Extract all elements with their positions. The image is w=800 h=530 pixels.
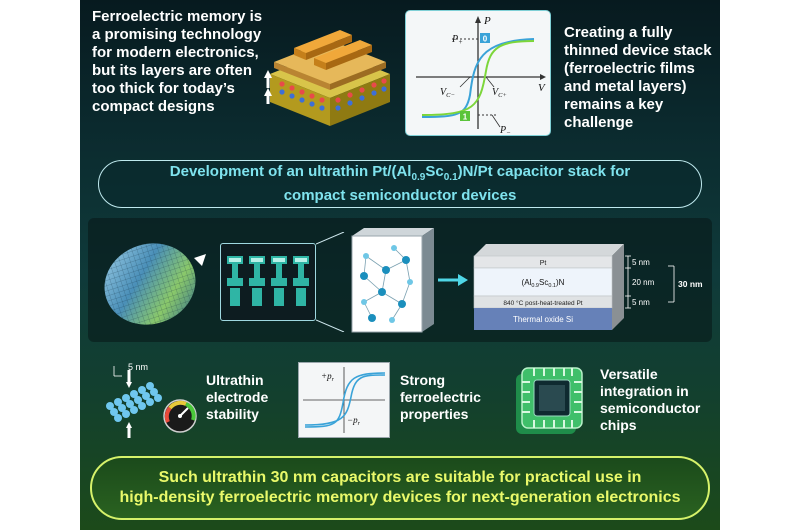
infographic-canvas: Ferroelectric memory is a promising tech…	[80, 0, 720, 530]
ferroelectric-loop-plot: +pr −pr	[303, 367, 386, 433]
device-array-illustration	[220, 243, 316, 321]
pt-top-layer-label: Pt	[540, 260, 547, 267]
p-plus-label: P+	[451, 34, 463, 46]
feature-line: semiconductor	[600, 400, 701, 416]
challenge-line: remains a key	[564, 96, 664, 113]
problem-line: too thick for today’s	[92, 80, 235, 97]
crystal-structure-cube	[351, 228, 434, 333]
thickness-mid-label: 20 nm	[632, 278, 655, 287]
thickness-bottom-label: 5 nm	[632, 298, 650, 307]
pt-bottom-layer-label: 840 °C post-heat-treated Pt	[503, 299, 582, 307]
feature-line: properties	[400, 406, 469, 422]
wafer-illustration	[104, 243, 206, 325]
substrate-label: Thermal oxide Si	[513, 315, 573, 324]
challenge-line: thinned device stack	[564, 42, 712, 59]
challenge-line: and metal layers)	[564, 78, 687, 95]
feature-line: chips	[600, 417, 637, 433]
hysteresis-loop-panel: 0 1 P V P+ P− VC− VC+	[405, 10, 551, 137]
zoom-connector-lines	[316, 232, 345, 332]
electrode-stability-icon: 5 nm	[106, 362, 197, 438]
p-minus-label: P−	[499, 125, 511, 134]
state-zero-marker: 0	[483, 35, 488, 44]
alscn-layer-label: (Al0.9Sc0.1)N	[522, 278, 565, 289]
challenge-line: challenge	[564, 114, 634, 131]
ferroelectric-loop-panel: +pr −pr	[298, 362, 390, 438]
feature-line: integration in	[600, 383, 689, 399]
conclusion-line-1: Such ultrathin 30 nm capacitors are suit…	[158, 469, 642, 486]
arrow-right-icon	[438, 274, 468, 286]
thick-capacitor-illustration	[264, 30, 390, 126]
problem-line: compact designs	[92, 98, 215, 115]
feature-line: Strong	[400, 372, 446, 388]
problem-line: Ferroelectric memory is	[92, 8, 263, 25]
electrode-thickness-label: 5 nm	[128, 362, 148, 372]
minus-pr-label: −pr	[347, 415, 361, 427]
title-line-1: Development of an ultrathin Pt/(Al0.9Sc0…	[169, 163, 631, 183]
ferroelectric-properties-text: Strong ferroelectric properties	[400, 372, 496, 423]
thickness-top-label: 5 nm	[632, 258, 650, 267]
p-axis-label: P	[483, 15, 491, 27]
feature-line: ferroelectric	[400, 389, 481, 405]
feature-line: Versatile	[600, 366, 658, 382]
conclusion-line-2: high-density ferroelectric memory device…	[119, 489, 681, 506]
feature-line: electrode	[206, 389, 269, 405]
challenge-line: Creating a fully	[564, 24, 673, 41]
problem-text: Ferroelectric memory is a promising tech…	[92, 8, 267, 116]
feature-line: stability	[206, 406, 259, 422]
electrode-stability-text: Ultrathin electrode stability	[206, 372, 286, 423]
feature-line: Ultrathin	[206, 372, 264, 388]
development-title-banner: Development of an ultrathin Pt/(Al0.9Sc0…	[98, 160, 702, 208]
problem-line: for modern electronics,	[92, 44, 259, 61]
problem-line: a promising technology	[92, 26, 262, 43]
state-one-marker: 1	[463, 113, 468, 122]
vc-plus-label: VC+	[492, 87, 507, 99]
capacitor-stack-diagram: Pt (Al0.9Sc0.1)N 840 °C post-heat-treate…	[473, 244, 703, 330]
thickness-total-label: 30 nm	[678, 279, 703, 289]
plus-pr-label: +pr	[321, 371, 335, 383]
title-line-2: compact semiconductor devices	[283, 187, 517, 204]
problem-line: but its layers are often	[92, 62, 253, 79]
hysteresis-loop-plot: 0 1 P V P+ P− VC− VC+	[416, 15, 546, 137]
challenge-line: (ferroelectric films	[564, 60, 695, 77]
vc-minus-label: VC−	[440, 87, 455, 99]
semiconductor-chip-icon	[516, 367, 583, 434]
v-axis-label: V	[538, 82, 546, 94]
capacitor-array-icon	[227, 256, 309, 306]
challenge-text: Creating a fully thinned device stack (f…	[564, 24, 716, 132]
integration-text: Versatile integration in semiconductor c…	[600, 366, 710, 434]
conclusion-banner: Such ultrathin 30 nm capacitors are suit…	[90, 456, 710, 520]
